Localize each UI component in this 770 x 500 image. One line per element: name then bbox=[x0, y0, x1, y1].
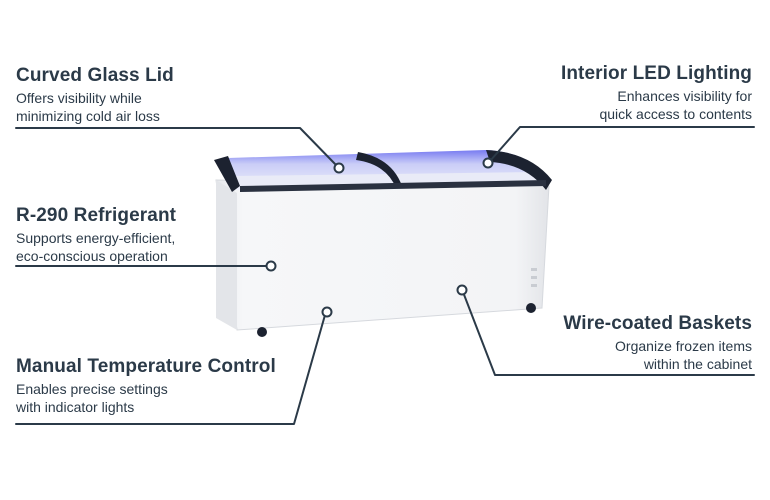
caster-wheel bbox=[526, 303, 536, 313]
indicator-light bbox=[531, 268, 537, 271]
caster-wheel bbox=[257, 327, 267, 337]
callout-line-lid bbox=[15, 127, 338, 167]
feature-manual-temperature-control: Manual Temperature Control Enables preci… bbox=[16, 356, 276, 416]
feature-curved-glass-lid: Curved Glass Lid Offers visibility while… bbox=[16, 65, 174, 125]
feature-title: Curved Glass Lid bbox=[16, 65, 174, 86]
callout-line-baskets bbox=[462, 291, 755, 376]
feature-description: Offers visibility while minimizing cold … bbox=[16, 90, 160, 124]
feature-interior-led-lighting: Interior LED Lighting Enhances visibilit… bbox=[561, 63, 752, 123]
feature-r290-refrigerant: R-290 Refrigerant Supports energy-effici… bbox=[16, 205, 176, 265]
feature-title: Manual Temperature Control bbox=[16, 356, 276, 377]
indicator-light bbox=[531, 284, 537, 287]
feature-description: Enhances visibility for quick access to … bbox=[599, 88, 752, 122]
callout-line-temp bbox=[15, 314, 326, 425]
callout-marker-temp bbox=[321, 306, 333, 318]
callout-marker-baskets bbox=[456, 284, 468, 296]
lid-center-handle bbox=[356, 152, 402, 188]
feature-wire-coated-baskets: Wire-coated Baskets Organize frozen item… bbox=[563, 313, 752, 373]
callout-marker-led bbox=[482, 157, 494, 169]
chest-freezer bbox=[214, 150, 552, 337]
feature-title: Wire-coated Baskets bbox=[563, 313, 752, 334]
feature-title: Interior LED Lighting bbox=[560, 63, 752, 84]
feature-description: Supports energy-efficient, eco-conscious… bbox=[16, 230, 176, 264]
callout-line-led bbox=[489, 126, 755, 162]
callout-marker-refrigerant bbox=[265, 260, 277, 272]
feature-description: Organize frozen items within the cabinet bbox=[615, 338, 752, 372]
lid-right-frame bbox=[486, 150, 552, 190]
feature-title: R-290 Refrigerant bbox=[16, 205, 177, 226]
feature-description: Enables precise settings with indicator … bbox=[16, 381, 168, 415]
indicator-light bbox=[531, 276, 537, 279]
callout-marker-lid bbox=[333, 162, 345, 174]
lid-left-frame bbox=[214, 156, 240, 192]
